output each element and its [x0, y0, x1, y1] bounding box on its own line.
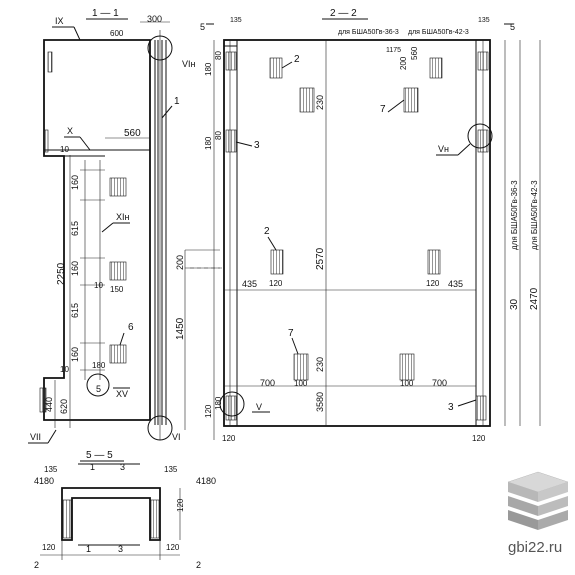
dim-620: 620 — [59, 399, 69, 414]
dim-180-tl: 180 — [204, 62, 213, 76]
dim-180-bl: 180 — [214, 396, 223, 410]
dim-120-bottom-r: 120 — [472, 434, 486, 443]
dim-100-r: 100 — [400, 379, 414, 388]
section-2-2-title: 2 — 2 — [330, 8, 357, 19]
section-5-5-title: 5 — 5 — [86, 450, 113, 461]
dim-80-tl: 80 — [214, 51, 223, 60]
cut-1-bot: 1 — [86, 544, 91, 554]
dim-135-55r: 135 — [164, 465, 178, 474]
section-5-5: 5 — 5 120 120 135 135 120 4180 4180 2 2 … — [34, 450, 216, 570]
cut-3-top: 3 — [120, 462, 125, 472]
dim-435-l: 435 — [242, 279, 257, 289]
dim-2250: 2250 — [56, 262, 67, 285]
dim-160-a: 160 — [70, 175, 80, 190]
cut-3-bot: 3 — [118, 544, 123, 554]
dim-180: 180 — [92, 361, 106, 370]
pos-2-mid: 2 — [264, 226, 270, 237]
dim-120-r: 120 — [426, 279, 440, 288]
node-vii: VII — [30, 432, 41, 442]
dim-120-bottom-l: 120 — [222, 434, 236, 443]
dim-3580: 30 — [509, 298, 520, 310]
dim-440: 440 — [44, 397, 54, 412]
dim-1450: 1450 — [175, 317, 186, 340]
node-vin: VIн — [182, 59, 196, 69]
node-x: X — [67, 126, 73, 136]
pos-7-bot: 7 — [288, 328, 294, 339]
section-2-2: 2 — 2 5 5 135 135 для БША50Гв-36-3 для Б… — [190, 8, 541, 443]
dim-120-55r: 120 — [166, 543, 180, 552]
note-36: для БША50Гв-36-3 — [338, 29, 399, 36]
dim-700-l: 700 — [260, 378, 275, 388]
dim-10-a: 10 — [60, 145, 69, 154]
pos-3-top: 3 — [254, 140, 260, 151]
dim-30: 1175 — [386, 47, 401, 54]
watermark-text: gbi22.ru — [508, 539, 562, 556]
dim-200-top: 200 — [399, 56, 408, 70]
dim-120-55l: 120 — [42, 543, 56, 552]
dim-700-r: 700 — [432, 378, 447, 388]
cut-2-right: 2 — [196, 560, 201, 570]
node-ix: IX — [55, 16, 64, 26]
pos-7-top: 7 — [380, 104, 386, 115]
dim-10-b: 10 — [94, 281, 103, 290]
dim-300: 300 — [147, 14, 162, 24]
dim-150: 150 — [110, 285, 124, 294]
pos-2-top: 2 — [294, 54, 300, 65]
cut-2-left: 2 — [34, 560, 39, 570]
cut-5-right: 5 — [510, 22, 515, 32]
section-1-1: 1 — 1 160 615 160 615 — [28, 8, 220, 444]
node-xv: XV — [116, 389, 128, 399]
dim-560: 560 — [124, 128, 141, 139]
dim-450: 3580 — [315, 392, 325, 412]
dim-2570: 2570 — [315, 247, 326, 270]
dim-135-r: 135 — [478, 17, 490, 24]
dim-135-l: 135 — [230, 17, 242, 24]
cut-1-top: 1 — [90, 462, 95, 472]
dim-600: 600 — [110, 29, 124, 38]
dim-120-55v: 120 — [176, 498, 185, 512]
dim-135-55l: 135 — [44, 465, 58, 474]
dim-615-b: 615 — [70, 303, 80, 318]
dim-120-bl: 120 — [204, 404, 213, 418]
cut-4-left: 4180 — [34, 476, 54, 486]
dim-note-36: для БША50Гв-36-3 — [510, 180, 519, 250]
dim-120-l: 120 — [269, 279, 283, 288]
cut-4-right: 4180 — [196, 476, 216, 486]
dim-80-ml: 80 — [214, 131, 223, 140]
dim-435-r: 435 — [448, 279, 463, 289]
dim-230-top: 230 — [315, 95, 325, 110]
dim-230-bot: 230 — [315, 357, 325, 372]
pos-5: 5 — [96, 384, 101, 394]
pos-3-bot: 3 — [448, 402, 454, 413]
dim-10-c: 10 — [60, 365, 69, 374]
cut-5-left: 5 — [200, 22, 205, 32]
section-1-1-title: 1 — 1 — [92, 8, 119, 19]
pos-1: 1 — [174, 96, 180, 107]
dim-615-a: 615 — [70, 221, 80, 236]
watermark-logo: gbi22.ru — [507, 471, 569, 556]
note-42: для БША50Гв-42-3 — [408, 29, 469, 36]
dim-4180: 2470 — [529, 287, 540, 310]
dim-160-c: 160 — [70, 347, 80, 362]
pos-6: 6 — [128, 322, 134, 333]
node-vi: VI — [172, 432, 181, 442]
dim-160-b: 160 — [70, 261, 80, 276]
dim-130: 560 — [410, 46, 419, 60]
dim-note-42: для БША50Гв-42-3 — [530, 180, 539, 250]
dim-180-ml: 180 — [204, 136, 213, 150]
node-vn-right: Vн — [438, 144, 449, 154]
dim-200: 200 — [175, 255, 185, 270]
node-v: V — [256, 402, 262, 412]
node-xi: XIн — [116, 212, 130, 222]
dim-100-l: 100 — [294, 379, 308, 388]
